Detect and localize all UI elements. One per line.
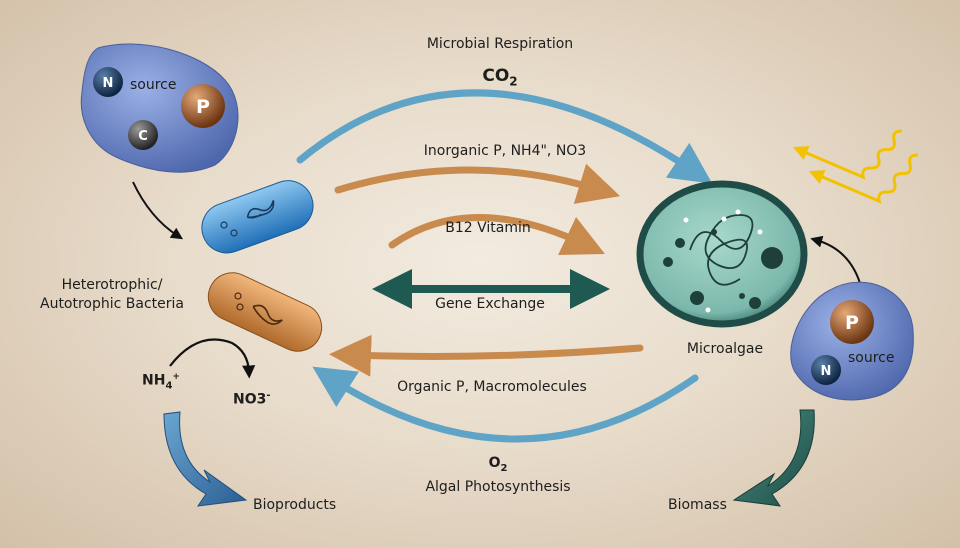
bacteria-label: Heterotrophic/ Autotrophic Bacteria bbox=[40, 276, 184, 314]
right-p-atom: P bbox=[830, 300, 874, 344]
inorganic-label: Inorganic P, NH4", NO3 bbox=[423, 143, 587, 159]
no3-sup: - bbox=[266, 390, 271, 401]
co2-label: CO2 bbox=[482, 66, 517, 88]
o2-main: O bbox=[488, 455, 501, 471]
sun-ray-2 bbox=[808, 153, 918, 204]
left-n-label: N bbox=[103, 76, 114, 91]
nh4-sup: + bbox=[172, 372, 180, 382]
right-n-label: N bbox=[821, 364, 832, 379]
organic-label: Organic P, Macromolecules bbox=[397, 379, 587, 395]
nh4-main: NH bbox=[142, 372, 166, 389]
left-c-label: C bbox=[138, 129, 148, 144]
nh4-sub: 4 bbox=[165, 380, 173, 392]
biomass-arrow bbox=[732, 409, 815, 507]
left-source-text: source bbox=[130, 77, 177, 93]
left-p-atom: P bbox=[181, 84, 225, 128]
left-n-atom: N bbox=[93, 67, 123, 97]
photosynthesis-arrow bbox=[312, 366, 699, 443]
respiration-arrow bbox=[296, 89, 713, 184]
no3-label: NO3- bbox=[233, 390, 271, 408]
gene-exchange-label: Gene Exchange bbox=[435, 296, 545, 312]
nitrification-arrow bbox=[169, 338, 256, 379]
left-c-atom: C bbox=[128, 120, 158, 150]
right-n-atom: N bbox=[811, 355, 841, 385]
algal-photosynthesis-label: Algal Photosynthesis bbox=[425, 479, 571, 495]
co2-sub: 2 bbox=[509, 74, 518, 89]
biomass-label: Biomass bbox=[668, 497, 727, 513]
bacteria-label-line2: Autotrophic Bacteria bbox=[39, 296, 185, 312]
inorganic-arrow bbox=[334, 163, 621, 204]
left-source-to-bacteria-arrow bbox=[132, 181, 184, 240]
no3-main: NO3 bbox=[233, 391, 267, 408]
microbial-respiration-label: Microbial Respiration bbox=[426, 36, 574, 52]
orange-bacterium bbox=[207, 272, 323, 352]
bioproducts-arrow bbox=[163, 411, 248, 507]
sun-ray-1 bbox=[792, 129, 902, 180]
microalgae-cell bbox=[636, 180, 808, 328]
nh4-label: NH4+ bbox=[142, 372, 180, 391]
bioproducts-label: Bioproducts bbox=[253, 497, 337, 513]
blue-bacterium bbox=[201, 180, 314, 254]
o2-label: O2 bbox=[489, 455, 508, 474]
co2-main: CO bbox=[482, 66, 510, 86]
b12-arrow bbox=[388, 214, 605, 255]
o2-sub: 2 bbox=[500, 462, 508, 474]
microalgae-label: Microalgae bbox=[686, 341, 764, 357]
organic-arrow bbox=[329, 334, 644, 377]
right-source-text: source bbox=[848, 350, 895, 366]
left-p-label: P bbox=[196, 96, 210, 118]
bacteria-label-line1: Heterotrophic/ bbox=[61, 277, 163, 293]
right-p-label: P bbox=[845, 312, 859, 334]
b12-label: B12 Vitamin bbox=[445, 220, 531, 236]
